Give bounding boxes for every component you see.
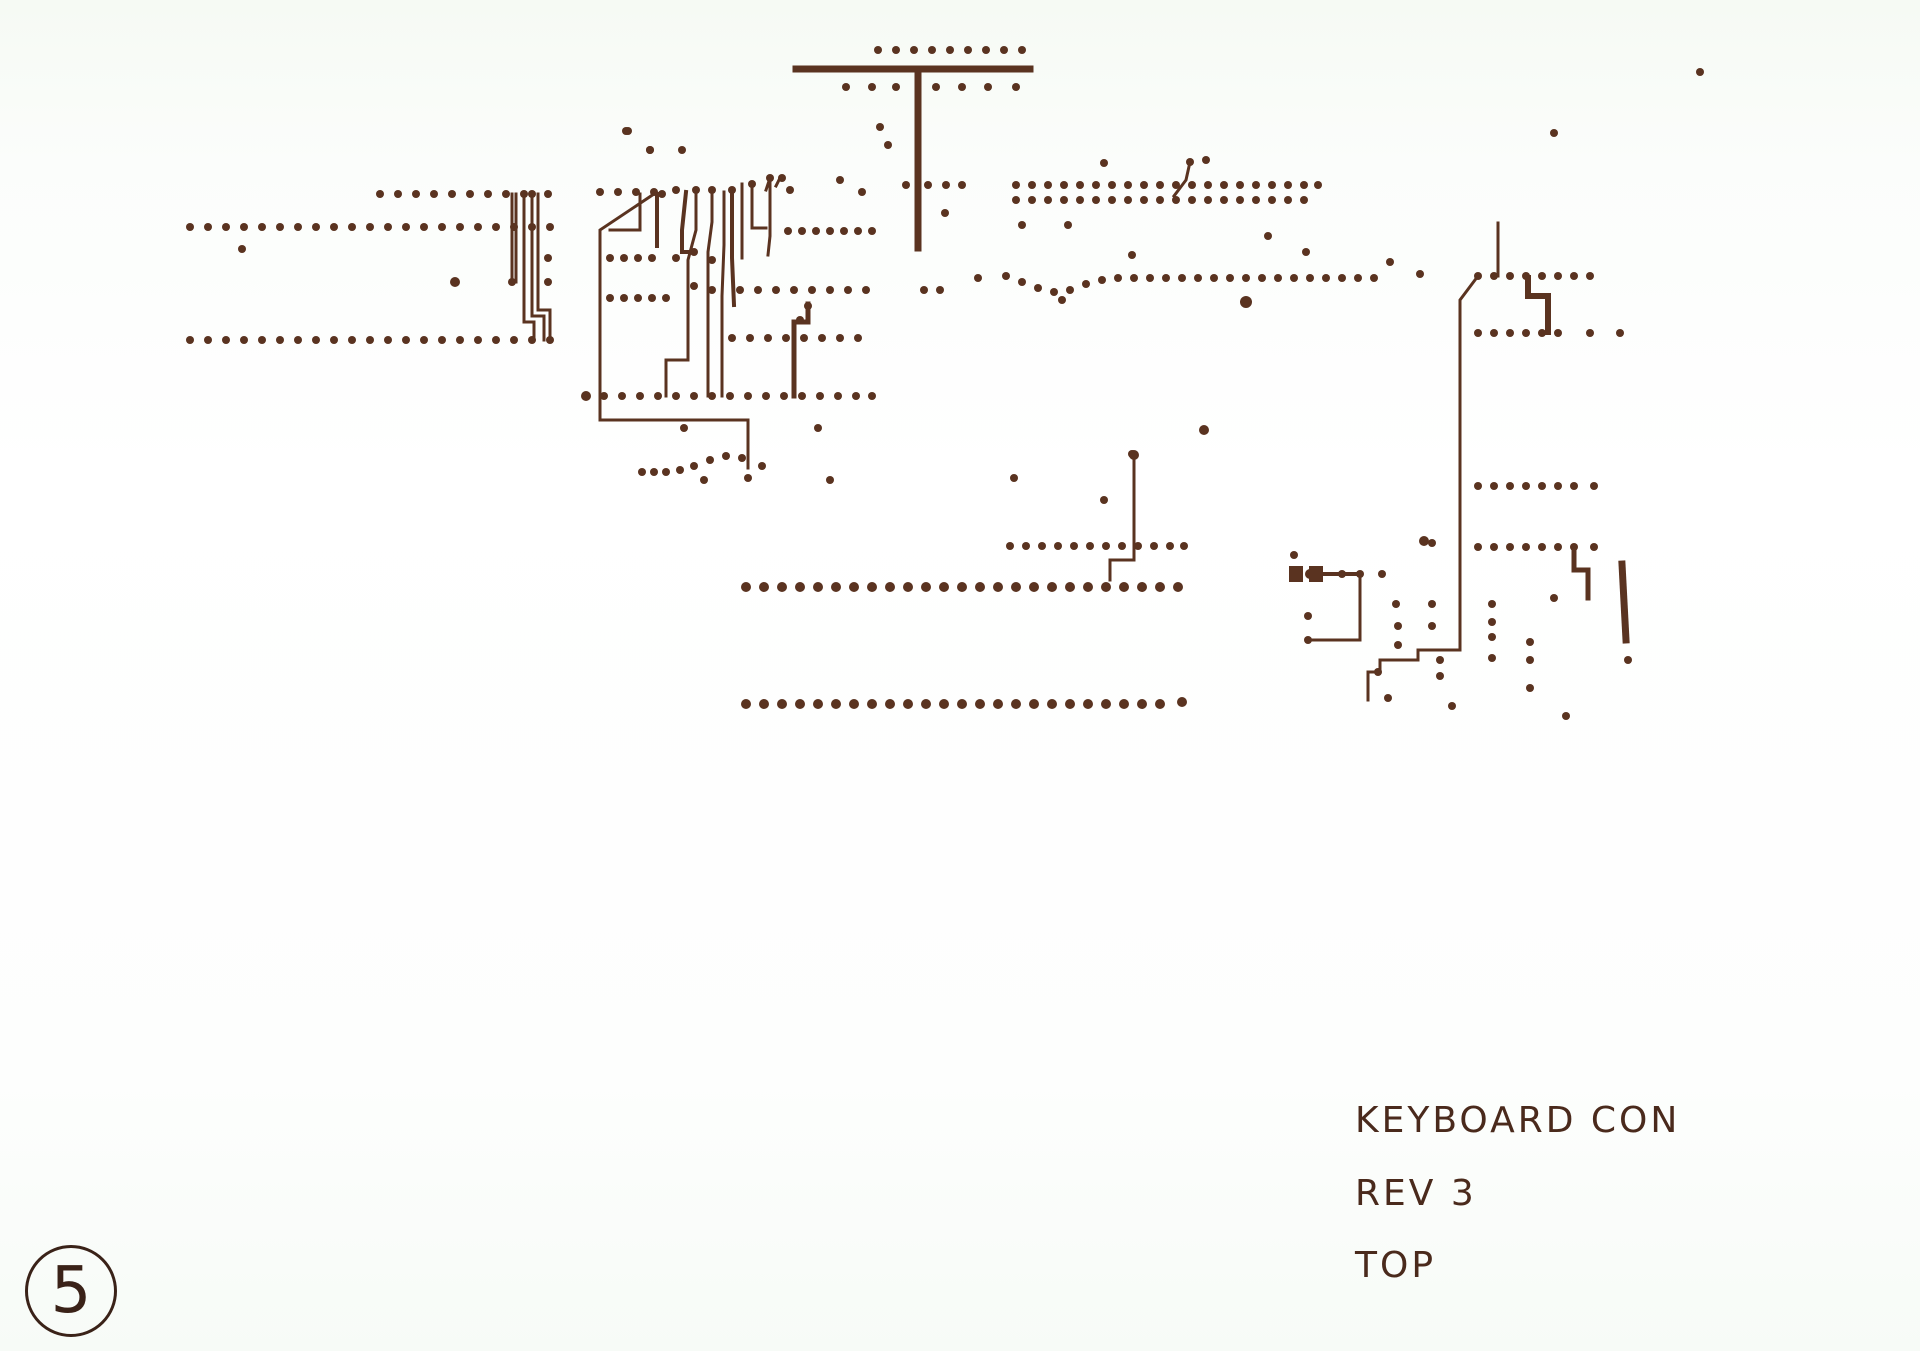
pad-row xyxy=(836,46,1026,294)
pad-row xyxy=(1012,181,1322,189)
sheet-number-circle: 5 xyxy=(25,1245,117,1337)
layer-side-label: TOP xyxy=(1355,1245,1437,1286)
pad-column xyxy=(238,245,552,287)
pad-row xyxy=(974,272,1378,308)
pad-row xyxy=(1012,196,1308,204)
traces xyxy=(510,65,1630,702)
board-title: KEYBOARD CON xyxy=(1355,1100,1681,1141)
pad-row xyxy=(186,223,554,231)
pad-rows xyxy=(186,46,1704,720)
pad-cluster xyxy=(622,127,834,484)
pad-row xyxy=(741,582,1183,592)
pad-cluster xyxy=(1010,425,1429,546)
revision-label: REV 3 xyxy=(1355,1173,1477,1214)
pad-cluster xyxy=(1129,68,1704,460)
pad-row xyxy=(606,282,870,302)
pad-cluster xyxy=(1018,129,1558,278)
pad-row xyxy=(581,391,876,401)
sheet-number: 5 xyxy=(50,1254,92,1328)
pad-row xyxy=(606,248,716,264)
pad-row xyxy=(186,336,554,344)
pad-row xyxy=(741,697,1187,709)
pad-row xyxy=(1006,542,1188,550)
pad-row xyxy=(376,190,552,198)
